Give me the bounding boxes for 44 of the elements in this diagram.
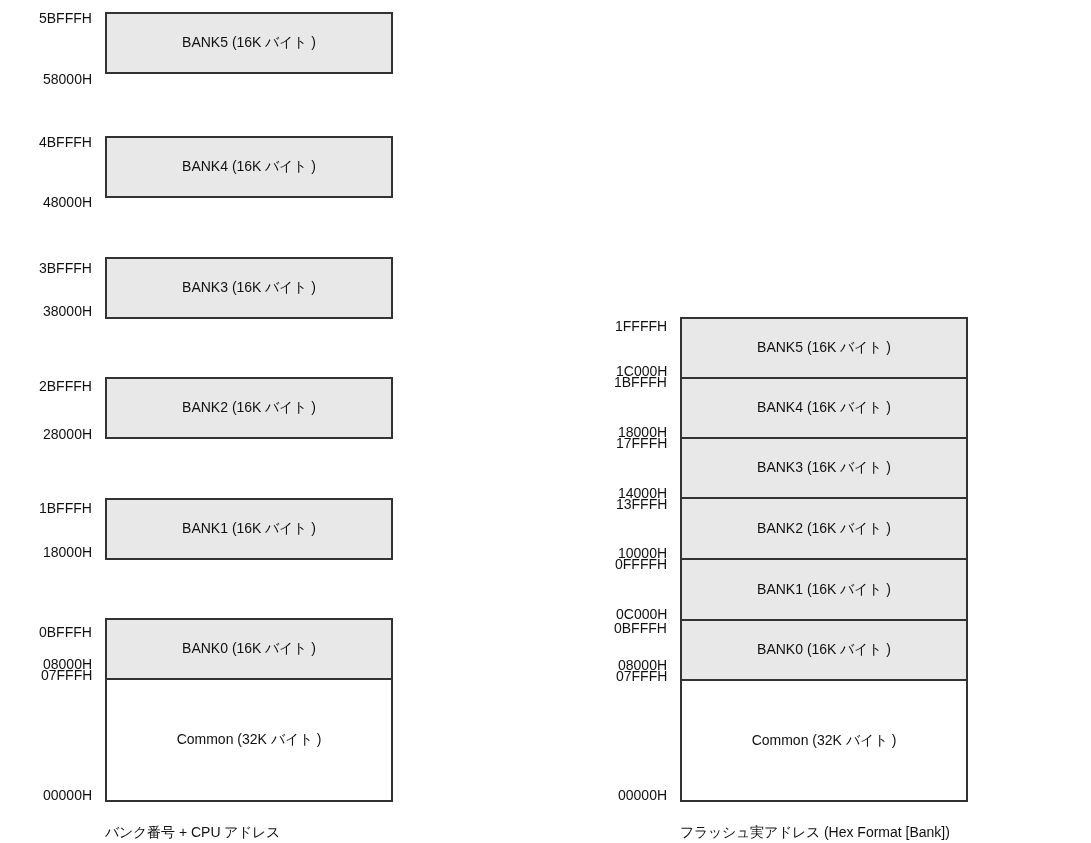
address-label: 13FFFH (616, 497, 668, 511)
address-label: 18000H (618, 425, 668, 439)
address-label: 07FFFH (41, 668, 93, 682)
address-label: 14000H (618, 486, 668, 500)
memory-block-box: BANK1 (16K バイト ) (680, 558, 968, 621)
address-label: 1C000H (616, 364, 668, 378)
address-label: 10000H (618, 546, 668, 560)
address-label: 00000H (618, 788, 668, 802)
memory-block-box: BANK4 (16K バイト ) (680, 377, 968, 439)
address-label: 17FFFH (616, 436, 668, 450)
address-label: 08000H (618, 658, 668, 672)
address-label: 0FFFFH (615, 557, 668, 571)
caption: フラッシュ実アドレス (Hex Format [Bank]) (680, 825, 950, 839)
address-label: 4BFFFH (39, 135, 92, 149)
address-label: 08000H (43, 657, 93, 671)
memory-block-box: BANK2 (16K バイト ) (105, 377, 393, 439)
memory-block-box: Common (32K バイト ) (680, 679, 968, 802)
address-label: 2BFFFH (39, 379, 92, 393)
address-label: 1FFFFH (615, 319, 668, 333)
caption: バンク番号 + CPU アドレス (105, 825, 281, 839)
address-label: 1BFFFH (614, 375, 667, 389)
memory-block-box: BANK0 (16K バイト ) (680, 619, 968, 681)
memory-block-box: BANK4 (16K バイト ) (105, 136, 393, 198)
address-label: 48000H (43, 195, 93, 209)
address-label: 0C000H (616, 607, 668, 621)
address-label: 3BFFFH (39, 261, 92, 275)
address-label: 0BFFFH (614, 621, 667, 635)
address-label: 00000H (43, 788, 93, 802)
memory-block-box: BANK3 (16K バイト ) (680, 437, 968, 499)
address-label: 5BFFFH (39, 11, 92, 25)
memory-block-box: BANK0 (16K バイト ) (105, 618, 393, 680)
memory-block-box: BANK1 (16K バイト ) (105, 498, 393, 560)
address-label: 0BFFFH (39, 625, 92, 639)
address-label: 07FFFH (616, 669, 668, 683)
memory-block-box: BANK5 (16K バイト ) (105, 12, 393, 74)
memory-block-box: BANK5 (16K バイト ) (680, 317, 968, 379)
address-label: 1BFFFH (39, 501, 92, 515)
address-label: 58000H (43, 72, 93, 86)
memory-block-box: BANK3 (16K バイト ) (105, 257, 393, 319)
address-label: 28000H (43, 427, 93, 441)
address-label: 18000H (43, 545, 93, 559)
address-label: 38000H (43, 304, 93, 318)
memory-block-box: Common (32K バイト ) (105, 678, 393, 802)
memory-block-box: BANK2 (16K バイト ) (680, 497, 968, 560)
